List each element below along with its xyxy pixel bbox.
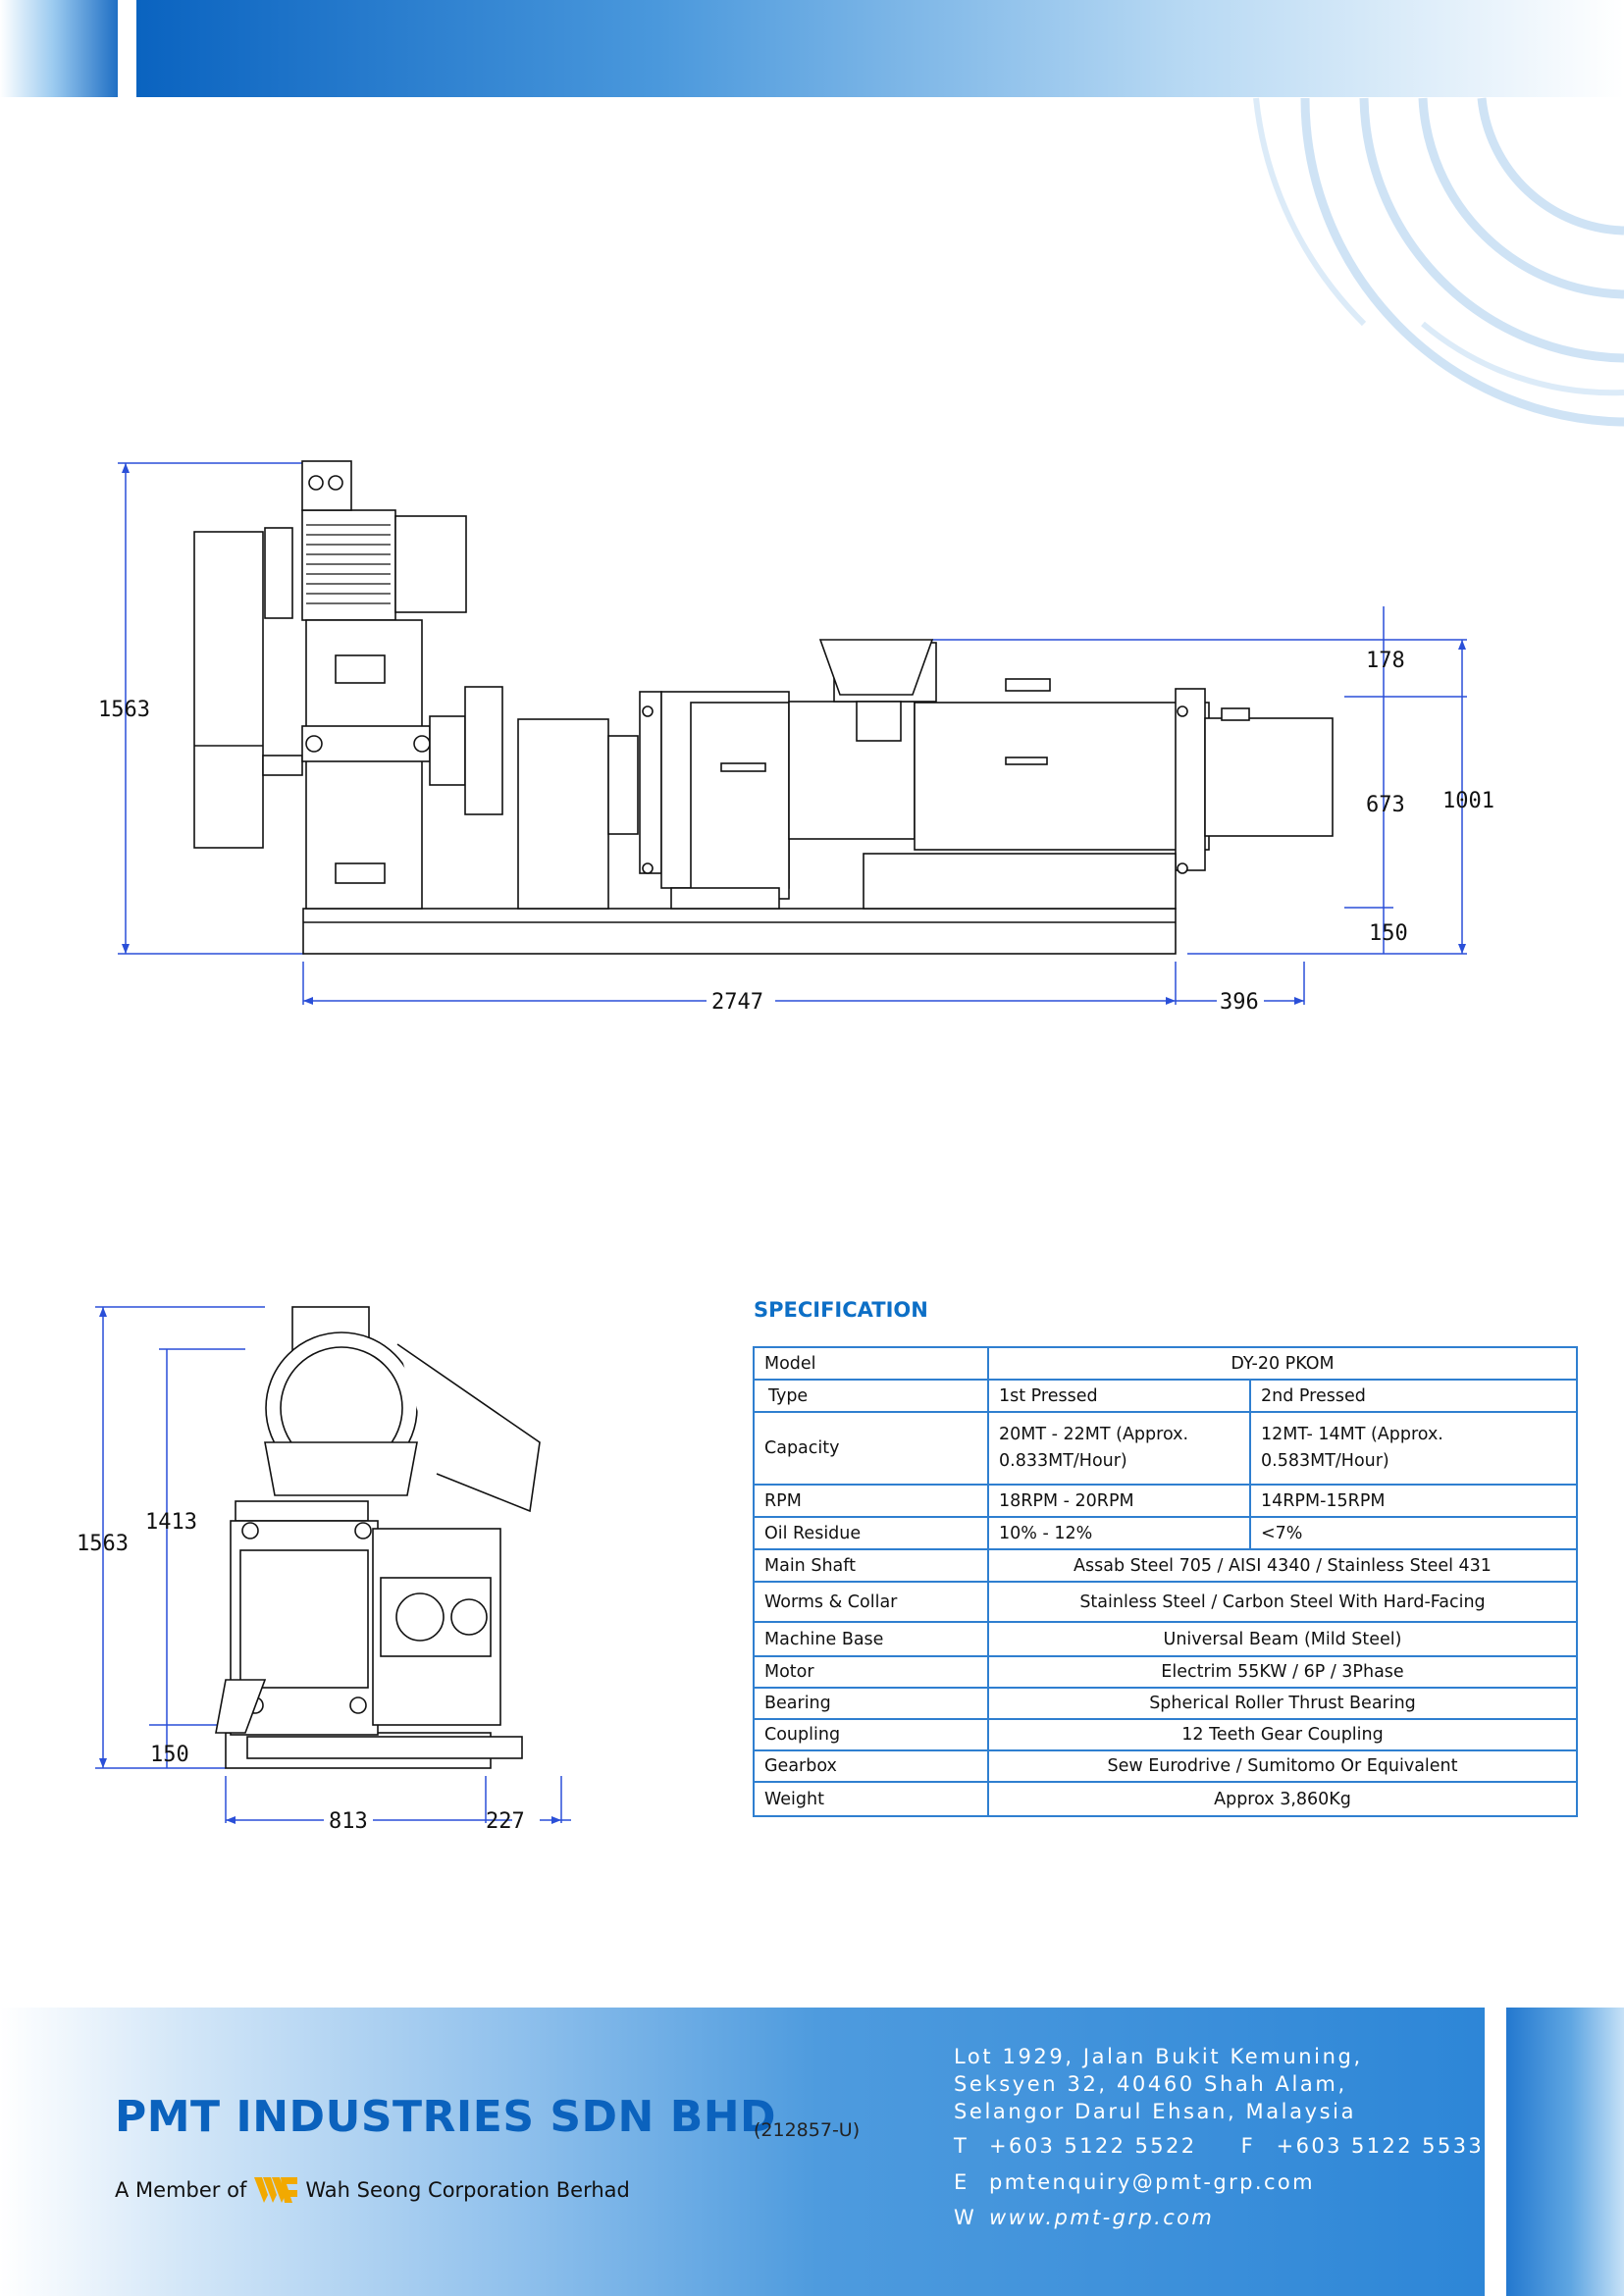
spec-label-motor: Motor	[753, 1655, 989, 1689]
dim-side-length: 2747	[711, 990, 763, 1015]
registration-number: (212857-U)	[754, 2119, 861, 2141]
end-view-arrows	[99, 1307, 561, 1824]
spec-label-capacity: Capacity	[753, 1411, 989, 1486]
spec-label-machine-base: Machine Base	[753, 1621, 989, 1657]
side-view-dimension-lines	[118, 462, 1467, 1005]
side-view-machine	[193, 460, 1334, 955]
spec-value-oil-residue-2: <7%	[1249, 1516, 1578, 1550]
dim-side-base: 150	[1369, 921, 1408, 946]
spec-label-model: Model	[753, 1346, 989, 1381]
table-row: Gearbox Sew Eurodrive / Sumitomo Or Equi…	[753, 1749, 1578, 1783]
table-row: Machine Base Universal Beam (Mild Steel)	[753, 1621, 1578, 1657]
spec-value-weight: Approx 3,860Kg	[987, 1781, 1578, 1817]
spec-value-model: DY-20 PKOM	[987, 1346, 1578, 1381]
tel-label: T	[954, 2134, 969, 2158]
dim-side-extension: 396	[1220, 990, 1259, 1015]
side-view-arrows	[122, 463, 1466, 1005]
spec-label-rpm: RPM	[753, 1484, 989, 1518]
header-left-bar	[0, 0, 118, 97]
tel-number[interactable]: +603 5122 5522	[989, 2134, 1197, 2158]
spec-label-bearing: Bearing	[753, 1687, 989, 1720]
spec-label-oil-residue: Oil Residue	[753, 1516, 989, 1550]
email-link[interactable]: pmtenquiry@pmt-grp.com	[989, 2170, 1316, 2194]
fax-label: F	[1240, 2134, 1256, 2158]
footer-right-bar	[1506, 2008, 1624, 2296]
dim-side-overall-right: 1001	[1442, 789, 1494, 813]
spec-label-worms-collar: Worms & Collar	[753, 1581, 989, 1623]
spec-value-motor: Electrim 55KW / 6P / 3Phase	[987, 1655, 1578, 1689]
end-view-dimension-labels: 1563 1413 150 813 227	[77, 1510, 525, 1834]
spec-value-coupling: 12 Teeth Gear Coupling	[987, 1718, 1578, 1751]
end-view-dimension-lines	[95, 1306, 571, 1823]
wah-seong-logo-icon	[254, 2177, 298, 2203]
website-link[interactable]: www.pmt-grp.com	[989, 2206, 1215, 2229]
spec-value-type-1: 1st Pressed	[987, 1379, 1251, 1413]
member-group: Wah Seong Corporation Berhad	[305, 2178, 630, 2202]
spec-label-weight: Weight	[753, 1781, 989, 1817]
end-view-machine	[215, 1306, 541, 1769]
header-right-bar	[136, 0, 1624, 97]
table-row: Motor Electrim 55KW / 6P / 3Phase	[753, 1655, 1578, 1689]
dim-end-width: 813	[329, 1809, 368, 1834]
spec-value-rpm-1: 18RPM - 20RPM	[987, 1484, 1251, 1518]
table-row: Model DY-20 PKOM	[753, 1346, 1578, 1381]
spec-value-machine-base: Universal Beam (Mild Steel)	[987, 1621, 1578, 1657]
side-view-dimension-labels: 1563 178 673 1001 150 2747 396	[98, 649, 1494, 1015]
spec-value-type-2: 2nd Pressed	[1249, 1379, 1578, 1413]
table-row: Worms & Collar Stainless Steel / Carbon …	[753, 1581, 1578, 1623]
dim-end-extension: 227	[486, 1809, 525, 1834]
member-line: A Member of Wah Seong Corporation Berhad	[115, 2177, 630, 2203]
specification-table: Model DY-20 PKOM Type 1st Pressed 2nd Pr…	[753, 1346, 1578, 1817]
spec-value-capacity-2: 12MT- 14MT (Approx. 0.583MT/Hour)	[1249, 1411, 1578, 1486]
dim-side-hopper: 178	[1366, 649, 1405, 673]
spec-label-coupling: Coupling	[753, 1718, 989, 1751]
spec-value-gearbox: Sew Eurodrive / Sumitomo Or Equivalent	[987, 1749, 1578, 1783]
web-label: W	[954, 2206, 977, 2229]
phone-fax-line: T +603 5122 5522 F +603 5122 5533	[954, 2134, 1484, 2158]
table-row: Bearing Spherical Roller Thrust Bearing	[753, 1687, 1578, 1720]
table-row: Coupling 12 Teeth Gear Coupling	[753, 1718, 1578, 1751]
table-row: Oil Residue 10% - 12% <7%	[753, 1516, 1578, 1550]
side-view-drawing: 1563 178 673 1001 150 2747 396	[98, 460, 1494, 1015]
spec-label-main-shaft: Main Shaft	[753, 1548, 989, 1583]
dim-side-body: 673	[1366, 793, 1405, 817]
dim-end-height-2: 1413	[145, 1510, 197, 1535]
member-prefix: A Member of	[115, 2178, 247, 2202]
spec-value-main-shaft: Assab Steel 705 / AISI 4340 / Stainless …	[987, 1548, 1578, 1583]
table-row: Main Shaft Assab Steel 705 / AISI 4340 /…	[753, 1548, 1578, 1583]
table-row: RPM 18RPM - 20RPM 14RPM-15RPM	[753, 1484, 1578, 1518]
spec-value-worms-collar: Stainless Steel / Carbon Steel With Hard…	[987, 1581, 1578, 1623]
address-line-2: Seksyen 32, 40460 Shah Alam,	[954, 2072, 1347, 2096]
spec-label-gearbox: Gearbox	[753, 1749, 989, 1783]
table-row: Type 1st Pressed 2nd Pressed	[753, 1379, 1578, 1413]
email-label: E	[954, 2170, 969, 2194]
company-name: PMT INDUSTRIES SDN BHD	[115, 2092, 777, 2142]
fax-number: +603 5122 5533	[1276, 2134, 1485, 2158]
address: Lot 1929, Jalan Bukit Kemuning, Seksyen …	[954, 2043, 1363, 2125]
spec-value-rpm-2: 14RPM-15RPM	[1249, 1484, 1578, 1518]
spec-value-bearing: Spherical Roller Thrust Bearing	[987, 1687, 1578, 1720]
dim-end-base: 150	[150, 1743, 189, 1767]
specification-title: SPECIFICATION	[754, 1298, 928, 1322]
spec-value-oil-residue-1: 10% - 12%	[987, 1516, 1251, 1550]
spec-value-capacity-1: 20MT - 22MT (Approx. 0.833MT/Hour)	[987, 1411, 1251, 1486]
table-row: Weight Approx 3,860Kg	[753, 1781, 1578, 1817]
table-row: Capacity 20MT - 22MT (Approx. 0.833MT/Ho…	[753, 1411, 1578, 1486]
spec-label-type: Type	[753, 1379, 989, 1413]
address-line-3: Selangor Darul Ehsan, Malaysia	[954, 2100, 1357, 2123]
decorative-arcs	[1253, 97, 1624, 427]
footer-band	[0, 2008, 1485, 2296]
end-view-drawing: 1563 1413 150 813 227	[77, 1306, 571, 1834]
dim-side-total-height: 1563	[98, 698, 150, 722]
dim-end-total-height: 1563	[77, 1532, 129, 1556]
address-line-1: Lot 1929, Jalan Bukit Kemuning,	[954, 2045, 1363, 2068]
